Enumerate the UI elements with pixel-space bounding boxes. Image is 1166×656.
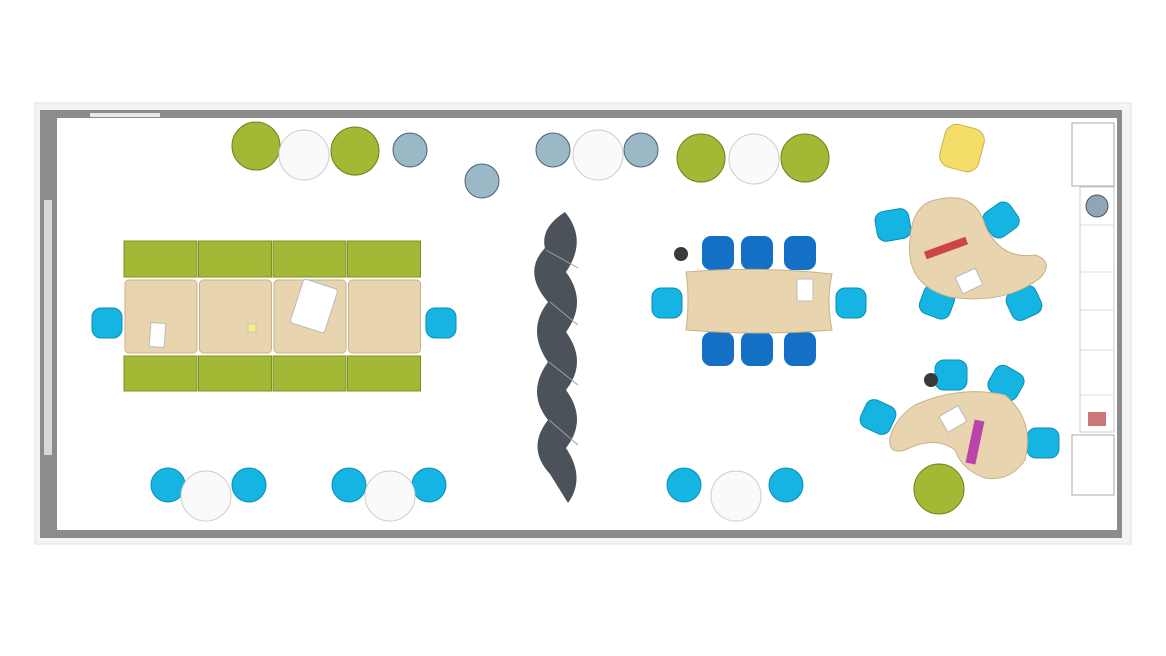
waste-bin (674, 247, 688, 261)
chair (934, 359, 968, 391)
bench-seat (123, 240, 198, 278)
green-pouf (913, 463, 965, 515)
bench-seat (347, 240, 421, 278)
white-pouf (180, 470, 232, 522)
stool (623, 132, 659, 168)
stool (392, 132, 428, 168)
teacher-chair (939, 123, 985, 173)
bench-seat (272, 355, 347, 392)
marker-tray (923, 236, 969, 260)
end-chair (425, 307, 457, 339)
chair (702, 236, 734, 270)
cyan-stool (666, 467, 702, 503)
cyan-stool (768, 467, 804, 503)
table-segment (348, 279, 421, 354)
chair (874, 208, 912, 242)
paper (796, 278, 814, 302)
table-segment (199, 279, 272, 354)
meeting-table-group (651, 236, 867, 366)
green-pouf (780, 133, 830, 183)
white-pouf (572, 129, 624, 181)
bench-seat (347, 355, 421, 392)
wave-divider (534, 212, 577, 503)
kidney-table-top (874, 197, 1047, 321)
green-pouf (330, 126, 380, 176)
divider-seams (545, 249, 579, 446)
bench-seat (198, 355, 272, 392)
waste-bin (924, 373, 938, 387)
green-pouf (231, 121, 281, 171)
kidney-table (909, 197, 1047, 300)
cyan-stool (331, 467, 367, 503)
white-pouf (278, 129, 330, 181)
top-poufs (231, 121, 830, 199)
cabinet (1071, 122, 1115, 187)
chair (741, 236, 773, 270)
globe (1085, 194, 1109, 218)
cyan-stool (150, 467, 186, 503)
bottom-poufs (150, 463, 965, 522)
top-door (90, 113, 160, 117)
chair (741, 332, 773, 366)
chair (784, 236, 816, 270)
cyan-stool (231, 467, 267, 503)
room-walls (34, 102, 1132, 545)
green-pouf (676, 133, 726, 183)
chair (982, 201, 1020, 239)
kidney-table-bottom (859, 359, 1060, 480)
end-chair (91, 307, 123, 339)
bench-seat (123, 355, 198, 392)
bench-seat (272, 240, 347, 278)
chair (859, 399, 897, 435)
storage-cabinets (1071, 122, 1115, 496)
white-pouf (364, 470, 416, 522)
chair (702, 332, 734, 366)
paper (954, 267, 984, 295)
white-pouf (728, 133, 780, 185)
end-chair (651, 287, 683, 319)
left-window (44, 200, 52, 455)
paper (148, 322, 167, 349)
kidney-table (889, 391, 1028, 480)
paper (938, 405, 968, 433)
cabinet (1071, 434, 1115, 496)
chair (784, 332, 816, 366)
stool (464, 163, 500, 199)
sticky-note (247, 323, 257, 333)
notepad (290, 278, 338, 334)
meeting-table (685, 268, 833, 334)
cyan-stool (411, 467, 447, 503)
marker-tray (965, 419, 985, 465)
bench-seat (198, 240, 272, 278)
white-pouf (710, 470, 762, 522)
end-chair (835, 287, 867, 319)
bench-table-group (91, 240, 457, 392)
chair (1026, 427, 1060, 459)
stool (535, 132, 571, 168)
table-segment (124, 279, 198, 354)
supplies (1088, 412, 1106, 426)
